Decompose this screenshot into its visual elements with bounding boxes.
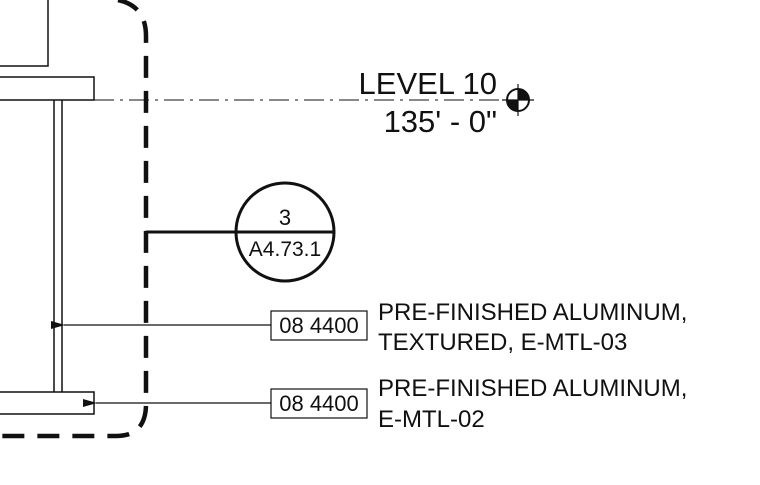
keynote-2-tag: 08 4400 xyxy=(279,391,359,416)
keynote-2-line-1: PRE-FINISHED ALUMINUM, xyxy=(378,375,687,402)
keynote-2-tag-box xyxy=(270,388,368,419)
keynote-2-line-2: E-MTL-02 xyxy=(378,406,485,433)
keynote-1-tag: 08 4400 xyxy=(279,313,359,338)
section-marker xyxy=(234,181,336,283)
level-name: LEVEL 10 xyxy=(359,66,497,101)
section-number: 3 xyxy=(279,205,291,230)
section-sheet-reference: A4.73.1 xyxy=(249,238,321,261)
level-elevation: 135' - 0" xyxy=(384,104,497,139)
keynote-1-line-1: PRE-FINISHED ALUMINUM, xyxy=(378,299,687,326)
level-target-icon xyxy=(502,84,534,116)
keynote-1-tag-box xyxy=(270,310,368,341)
bottom-sill-plate xyxy=(0,391,95,415)
upper-panel-outline xyxy=(0,0,49,67)
keynote-1-line-2: TEXTURED, E-MTL-03 xyxy=(378,329,627,356)
top-cap-plate xyxy=(0,76,95,101)
detail-boundary-dashed xyxy=(0,0,149,439)
